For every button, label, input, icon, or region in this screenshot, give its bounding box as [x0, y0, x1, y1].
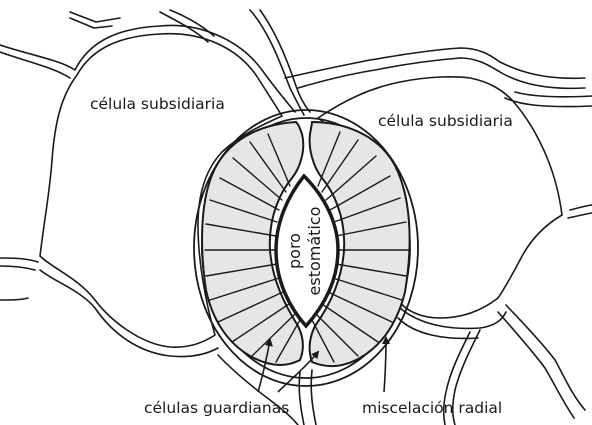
label-radial: miscelación radial	[362, 399, 502, 417]
label-subsidiary-right: célula subsidiaria	[378, 112, 513, 130]
label-pore-line2: estomático	[305, 207, 324, 296]
label-pore-line1: poro	[285, 233, 304, 269]
label-subsidiary-left: célula subsidiaria	[90, 95, 225, 113]
label-guard-cells: células guardianas	[144, 399, 289, 417]
